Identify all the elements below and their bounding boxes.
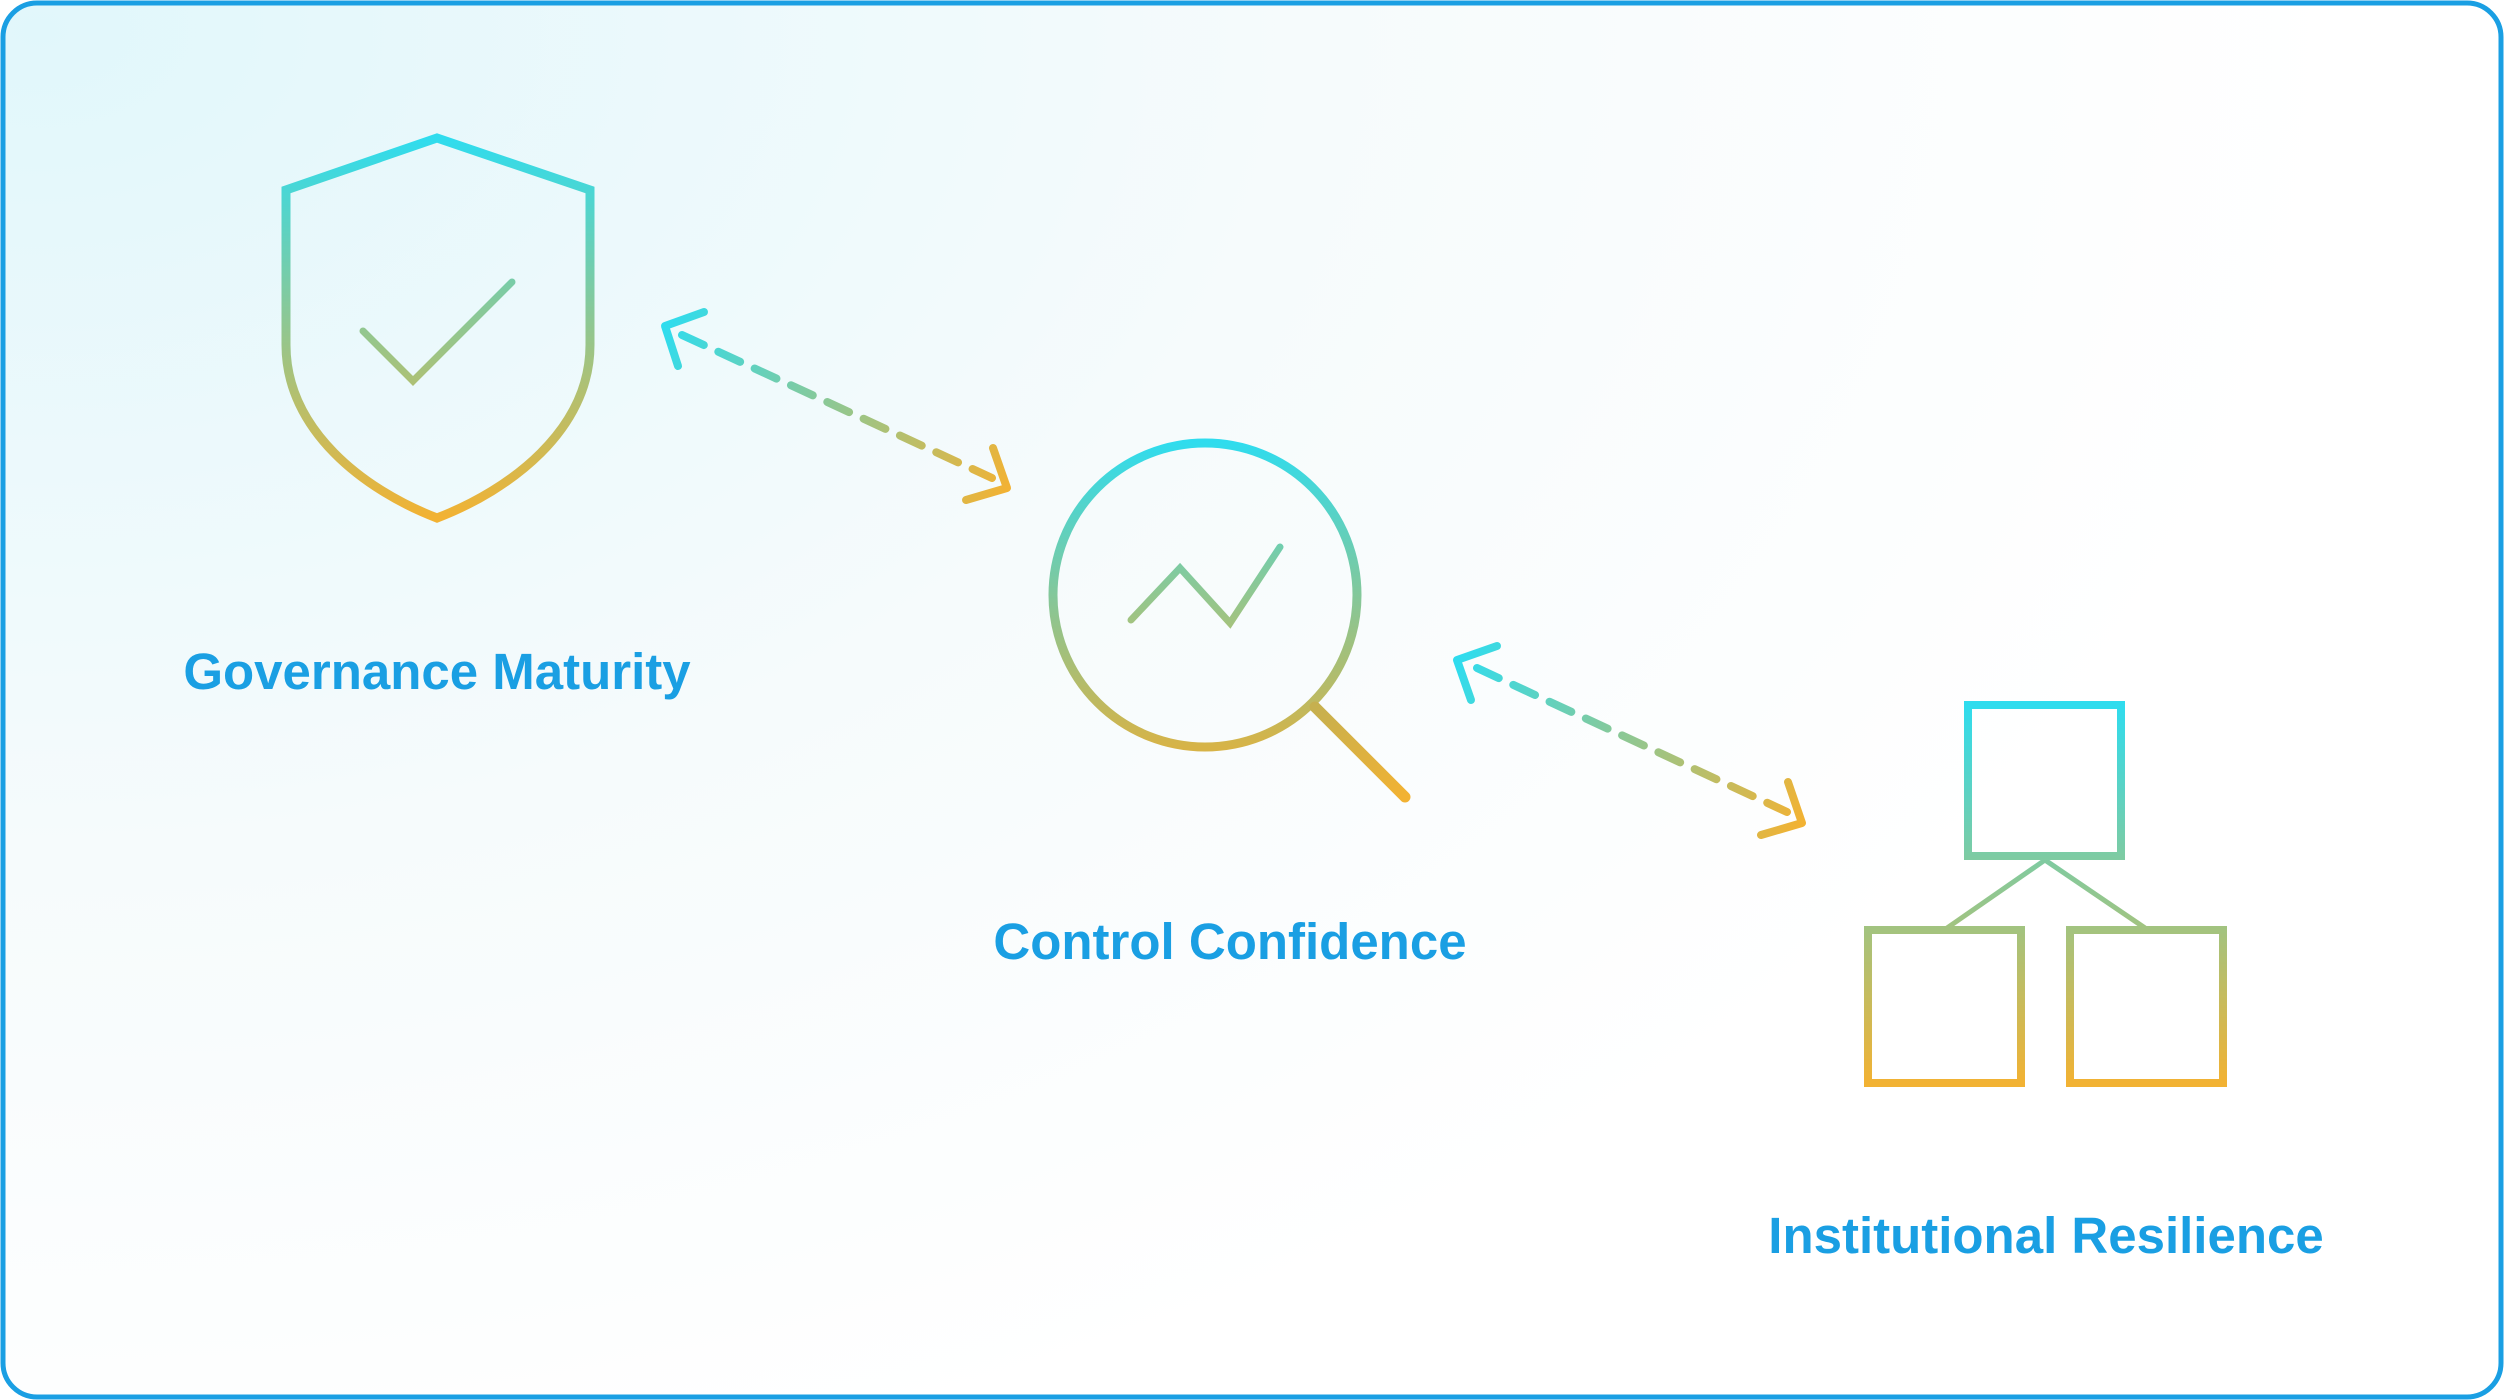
shield-check-icon <box>281 133 595 523</box>
hierarchy-link-right <box>2043 857 2147 931</box>
arrowhead-end <box>962 444 1011 504</box>
connector-governance-control <box>661 308 1011 504</box>
trend-line <box>1127 543 1284 629</box>
connector-control-resilience <box>1453 642 1806 839</box>
check-mark <box>359 278 516 386</box>
magnifier-trend-icon <box>1048 438 1411 803</box>
arrowhead-start <box>1453 642 1501 704</box>
hierarchy-icon <box>1864 701 2227 1087</box>
node-label-governance-maturity: Governance Maturity <box>183 643 691 700</box>
node-label-control-confidence: Control Confidence <box>993 913 1467 970</box>
magnifier-lens <box>1048 438 1362 752</box>
node-label-institutional-resilience: Institutional Resilience <box>1768 1207 2324 1264</box>
shield-outline <box>281 133 595 523</box>
connector-line <box>678 331 996 482</box>
hierarchy-top-box <box>1964 701 2125 860</box>
arrowhead-end <box>1757 778 1806 839</box>
arrowhead-start <box>661 308 708 370</box>
magnifier-handle <box>1309 701 1411 803</box>
hierarchy-right-box <box>2066 926 2227 1087</box>
connector-line <box>1473 664 1791 816</box>
hierarchy-link-left <box>1945 857 2047 931</box>
hierarchy-left-box <box>1864 926 2025 1087</box>
